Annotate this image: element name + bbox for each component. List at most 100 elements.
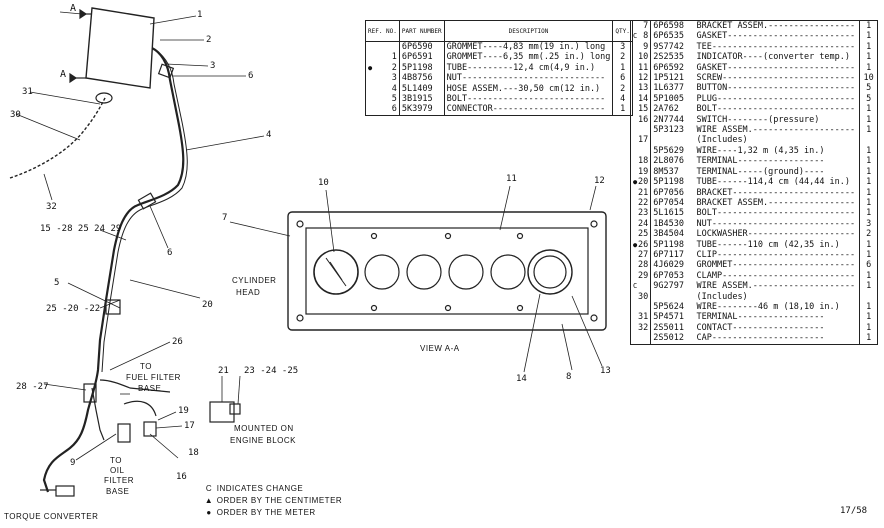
- ref-no-cell: 30: [630, 291, 652, 302]
- ref-no-text: 13: [637, 83, 649, 94]
- legend-meter-text: ORDER BY THE METER: [216, 508, 316, 517]
- description-cell: (Includes): [694, 135, 861, 146]
- gasket-plate: [287, 211, 607, 331]
- header-description: DESCRIPTION: [444, 20, 614, 42]
- callout-16: 16: [176, 472, 187, 482]
- part-number-cell: 6P7117: [653, 249, 684, 260]
- ref-no-cell: 32: [630, 322, 652, 334]
- description-cell: TUBE------114,4 cm (44,44 in.): [694, 177, 861, 188]
- oil-filter-caption-3: FILTER: [104, 476, 134, 485]
- description-cell: TERMINAL-----------------: [694, 156, 861, 167]
- header-ref-no: REF. NO.: [365, 20, 400, 42]
- description-cell: GROMMET------------------------: [694, 260, 861, 271]
- quantity-cell: 1: [866, 301, 872, 312]
- figure-id: 17/58: [840, 506, 868, 516]
- quantity-cell: 1: [866, 52, 872, 63]
- quantity-cell: 1: [866, 114, 872, 125]
- description-cell: BRACKET ASSEM.-----------------: [694, 197, 861, 209]
- part-number-cell: 1P5121: [653, 73, 684, 84]
- part-number-cell: 6P6535: [653, 31, 684, 42]
- ref-no-text: 28: [637, 260, 649, 271]
- description-cell: GROMMET----6,35 mm(.25 in.) long: [444, 52, 614, 63]
- callout-7: 7: [222, 213, 228, 223]
- description-cell: TUBE---------12,4 cm(4,9 in.): [444, 62, 614, 74]
- ref-no-text: 18: [637, 156, 649, 167]
- part-number-cell: 1L6377: [653, 83, 684, 94]
- callout-13: 13: [600, 366, 611, 376]
- quantity-cell: 10: [863, 73, 874, 84]
- description-cell: WIRE--------46 m (18,10 in.): [694, 301, 861, 313]
- callout-1: 1: [197, 10, 203, 20]
- indicator-box: [85, 7, 155, 89]
- part-number-cell: 6P7054: [653, 197, 684, 208]
- description-cell: BOLT---------------------------: [444, 94, 614, 105]
- quantity-cell: 1: [866, 208, 872, 219]
- description-cell: TERMINAL-----------------: [694, 312, 861, 323]
- ref-no-cell: 6: [365, 104, 400, 116]
- cylinder-head-caption-2: HEAD: [236, 288, 261, 297]
- part-number-cell: 9G2797: [653, 281, 684, 292]
- header-qty: QTY.: [612, 20, 633, 42]
- callout-31: 31: [22, 87, 33, 97]
- ref-no-text: 3: [391, 73, 397, 84]
- table-header-row: REF. NO. PART NUMBER DESCRIPTION QTY.: [365, 20, 633, 42]
- part-number-cell: 6P6592: [653, 62, 684, 73]
- ref-no-text: 20: [637, 177, 649, 188]
- part-number-cell: 6P6591: [399, 52, 445, 63]
- section-a-top: A: [70, 3, 77, 14]
- callout-26: 26: [172, 337, 183, 347]
- quantity-cell: 1: [866, 177, 872, 188]
- part-number-cell: 3B4504: [653, 229, 684, 240]
- callout-3: 3: [210, 61, 216, 71]
- part-number-cell: 2A762: [653, 104, 679, 115]
- callout-14: 14: [516, 374, 527, 384]
- ref-no-text: 26: [637, 239, 649, 250]
- ref-no-text: 8: [643, 31, 649, 42]
- ref-no-text: 29: [637, 270, 649, 281]
- ref-no-text: 4: [391, 83, 397, 94]
- ref-no-cell: 25: [630, 229, 652, 240]
- part-number-cell: 5P1198: [653, 239, 684, 250]
- part-number-cell: 2N7744: [653, 114, 684, 125]
- cylinder-head-caption-1: CYLINDER: [232, 276, 277, 285]
- centimeter-mark-icon: ▲: [204, 496, 214, 505]
- main-tube: [42, 47, 185, 493]
- description-cell: INDICATOR----(converter temp.): [694, 52, 861, 63]
- description-cell: NUT----------------------------: [444, 73, 614, 84]
- part-number-cell: 5P1198: [399, 62, 445, 74]
- legend-centimeter-text: ORDER BY THE CENTIMETER: [216, 496, 343, 505]
- description-cell: CONTACT------------------: [694, 322, 861, 334]
- ref-no-cell: 27: [630, 249, 652, 261]
- callout-19: 19: [178, 406, 189, 416]
- ref-no-text: 5: [391, 94, 397, 105]
- part-number-cell: 2L8076: [653, 156, 684, 167]
- quantity-cell: 1: [866, 197, 872, 208]
- quantity-cell: 1: [866, 270, 872, 281]
- description-cell: BOLT---------------------------: [694, 104, 861, 115]
- description-cell: SWITCH--------(pressure): [694, 114, 861, 126]
- ref-no-cell: ●20: [630, 177, 652, 188]
- callout-9: 9: [70, 458, 76, 468]
- ref-no-cell: 31: [630, 312, 652, 323]
- ref-no-text: 23: [637, 208, 649, 219]
- part-number-cell: 8M537: [653, 166, 679, 177]
- part-number-cell: 5P5629: [653, 145, 684, 156]
- ref-no-cell: 19: [630, 166, 652, 178]
- description-cell: GROMMET----4,83 mm(19 in.) long: [444, 41, 614, 53]
- part-number-cell: 6P7056: [653, 187, 684, 198]
- quantity-cell: 1: [866, 187, 872, 198]
- quantity-cell: 1: [866, 156, 872, 167]
